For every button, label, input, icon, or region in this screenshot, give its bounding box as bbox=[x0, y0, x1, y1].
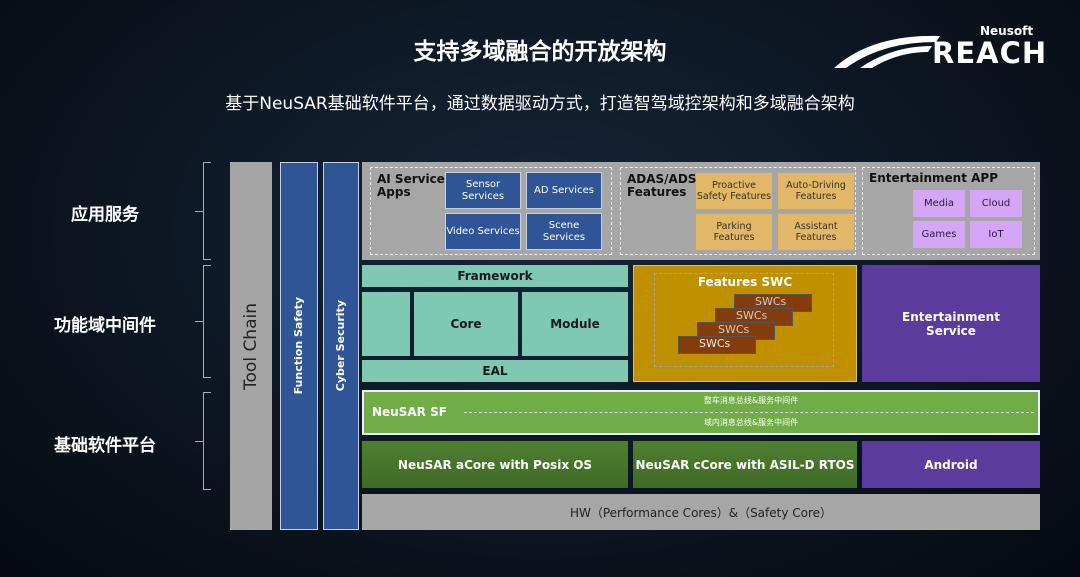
proactive-safety-features: Proactive Safety Features bbox=[696, 173, 772, 209]
entertainment-app-title: Entertainment APP bbox=[869, 171, 998, 185]
logo-neusoft: Neusoft bbox=[980, 24, 1034, 38]
adas-features-title: ADAS/ADS Features bbox=[627, 172, 697, 199]
bracket-tick bbox=[195, 321, 203, 322]
tool-chain-column: Tool Chain bbox=[230, 162, 272, 530]
entertainment-service-block: Entertainment Service bbox=[862, 265, 1040, 382]
core-block: Core bbox=[414, 292, 518, 356]
module-block: Module bbox=[522, 292, 628, 356]
ccore-block: NeuSAR cCore with ASIL-D RTOS bbox=[633, 441, 857, 488]
features-swc-title: Features SWC bbox=[697, 275, 793, 289]
auto-driving-features: Auto-Driving Features bbox=[778, 173, 854, 209]
entertainment-app-group: Entertainment APP Media Cloud Games IoT bbox=[862, 167, 1035, 255]
eal-block: EAL bbox=[362, 360, 628, 382]
ai-service-group: AI Service Apps Sensor Services AD Servi… bbox=[370, 167, 612, 255]
hardware-block: HW（Performance Cores）&（Safety Core） bbox=[362, 494, 1040, 530]
bracket-platform bbox=[203, 392, 211, 490]
sf-divider bbox=[464, 412, 1034, 413]
bracket-tick bbox=[195, 211, 203, 212]
tool-chain-label: Tool Chain bbox=[241, 302, 261, 390]
function-safety-column: Function Safety bbox=[280, 162, 318, 530]
bracket-app bbox=[203, 162, 211, 260]
row-label-platform: 基础软件平台 bbox=[54, 436, 156, 456]
cloud-app: Cloud bbox=[970, 190, 1022, 217]
neusar-sf-block: NeuSAR SF 整车消息总线&服务中间件 域内消息总线&服务中间件 bbox=[362, 390, 1040, 435]
scene-services: Scene Services bbox=[526, 213, 602, 250]
features-swc-block: Features SWC SWCs SWCs SWCs SWCs bbox=[633, 265, 857, 382]
acore-block: NeuSAR aCore with Posix OS bbox=[362, 441, 628, 488]
domain-bus-label: 域内消息总线&服务中间件 bbox=[703, 418, 799, 427]
sensor-services: Sensor Services bbox=[445, 172, 521, 209]
iot-app: IoT bbox=[970, 221, 1022, 248]
logo-reach: REACH bbox=[932, 36, 1048, 70]
neusoft-reach-logo: Neusoft REACH bbox=[832, 22, 1046, 72]
features-swc-frame bbox=[654, 273, 834, 367]
swc-item: SWCs bbox=[697, 322, 775, 340]
row-label-app: 应用服务 bbox=[71, 205, 139, 225]
app-services-row: AI Service Apps Sensor Services AD Servi… bbox=[362, 162, 1040, 260]
bracket-tick bbox=[195, 441, 203, 442]
video-services: Video Services bbox=[445, 213, 521, 250]
parking-features: Parking Features bbox=[696, 214, 772, 250]
media-app: Media bbox=[913, 190, 965, 217]
row-label-middleware: 功能域中间件 bbox=[54, 316, 156, 336]
neusar-sf-label: NeuSAR SF bbox=[372, 405, 447, 419]
bracket-middleware bbox=[203, 265, 211, 378]
games-app: Games bbox=[913, 221, 965, 248]
vehicle-bus-label: 整车消息总线&服务中间件 bbox=[703, 396, 799, 405]
logo-swoosh-icon bbox=[834, 35, 940, 68]
swc-item: SWCs bbox=[678, 336, 756, 354]
android-block: Android bbox=[862, 441, 1040, 488]
ad-services: AD Services bbox=[526, 172, 602, 209]
eal-side-block bbox=[362, 292, 410, 356]
page-title: 支持多域融合的开放架构 bbox=[413, 39, 667, 65]
ai-service-title: AI Service Apps bbox=[377, 172, 445, 199]
cyber-security-column: Cyber Security bbox=[323, 162, 359, 530]
function-safety-label: Function Safety bbox=[292, 297, 305, 395]
page-subtitle: 基于NeuSAR基础软件平台，通过数据驱动方式，打造智驾域控架构和多域融合架构 bbox=[225, 94, 855, 114]
framework-block: Framework bbox=[362, 265, 628, 287]
cyber-security-label: Cyber Security bbox=[334, 300, 347, 392]
adas-features-group: ADAS/ADS Features Proactive Safety Featu… bbox=[620, 167, 856, 255]
assistant-features: Assistant Features bbox=[778, 214, 854, 250]
